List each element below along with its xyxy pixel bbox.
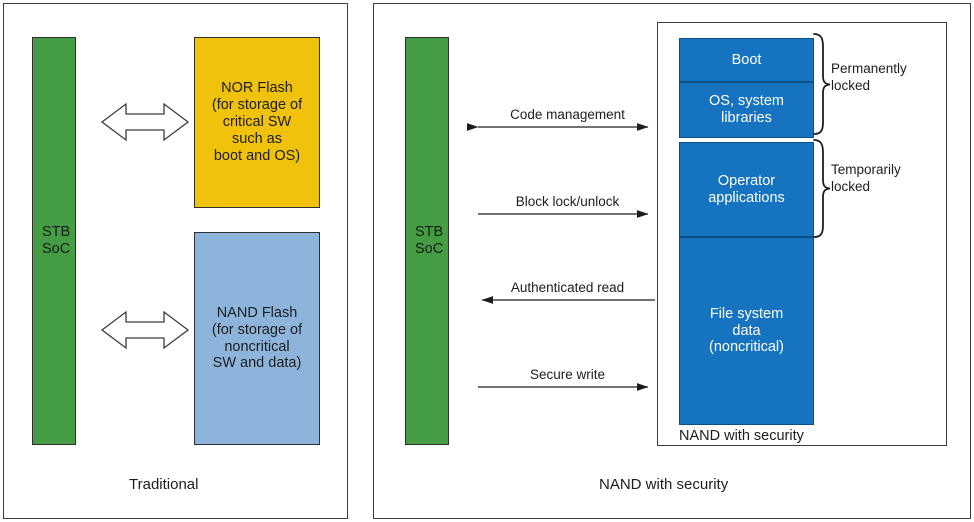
block-boot: Boot	[679, 38, 814, 82]
arrow-label-authenticated-read: Authenticated read	[510, 280, 625, 295]
arrow-label-code-management: Code management	[510, 107, 625, 122]
arrow-label-secure-write: Secure write	[529, 367, 606, 382]
caption-nand-with-security: NAND with security	[599, 476, 729, 493]
arrow-label-block-lock-unlock: Block lock/unlock	[515, 194, 620, 209]
caption-traditional: Traditional	[129, 476, 199, 493]
block-boot-label: Boot	[731, 51, 762, 68]
nand-with-security-region-label: NAND with security	[679, 428, 804, 444]
